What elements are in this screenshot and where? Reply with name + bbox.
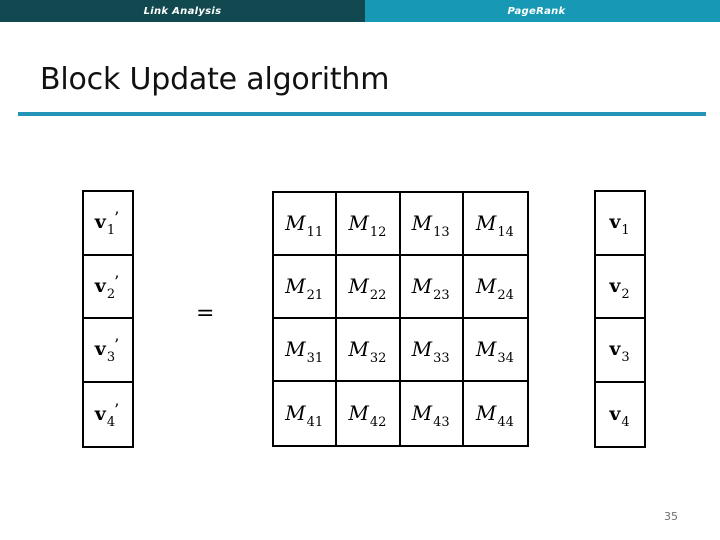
matrix-subscript: 14 <box>497 225 514 240</box>
matrix-symbol: M <box>285 274 306 298</box>
matrix-subscript: 12 <box>369 225 387 240</box>
matrix-symbol: M <box>348 401 369 425</box>
matrix-symbol: M <box>285 211 306 235</box>
matrix-symbol: M <box>475 337 497 361</box>
input-vector-subscript: 2 <box>621 286 630 302</box>
matrix-symbol: M <box>475 401 497 425</box>
input-vector-symbol: v <box>609 402 621 425</box>
matrix-symbol: M <box>285 401 306 425</box>
title-divider-rule <box>18 112 706 116</box>
equals-operator: = <box>196 301 215 326</box>
header-segment-link-analysis: Link Analysis <box>0 0 365 22</box>
output-vector-prime-mark: ’ <box>114 335 120 355</box>
output-vector-symbol: v <box>94 338 106 361</box>
output-vector-prime-mark: ’ <box>114 271 120 291</box>
matrix-subscript: 31 <box>306 351 324 366</box>
matrix-subscript: 34 <box>497 351 514 366</box>
input-vector-subscript: 3 <box>621 350 630 366</box>
input-vector-symbol: v <box>609 338 621 361</box>
matrix-subscript: 23 <box>433 288 450 303</box>
header-segment-pagerank: PageRank <box>365 0 720 22</box>
matrix-subscript: 33 <box>433 351 450 366</box>
matrix-symbol: M <box>348 274 369 298</box>
matrix-subscript: 44 <box>497 415 514 430</box>
matrix-subscript: 13 <box>433 225 450 240</box>
matrix-symbol: M <box>411 274 433 298</box>
output-vector-prime-mark: ’ <box>114 399 120 419</box>
matrix-subscript: 11 <box>306 225 324 240</box>
output-vector-subscript: 2 <box>106 286 116 302</box>
output-vector-symbol: v <box>94 211 106 234</box>
matrix-subscript: 41 <box>306 415 324 430</box>
slide-header-bar: Link Analysis PageRank <box>0 0 720 22</box>
page-title: Block Update algorithm <box>40 62 390 97</box>
matrix-symbol: M <box>411 337 433 361</box>
matrix-symbol: M <box>475 274 497 298</box>
matrix-subscript: 24 <box>497 288 514 303</box>
input-vector-symbol: v <box>609 274 621 297</box>
matrix-symbol: M <box>348 337 369 361</box>
header-label-link-analysis: Link Analysis <box>143 5 222 17</box>
output-vector-prime-mark: ’ <box>114 208 120 228</box>
matrix-subscript: 21 <box>306 288 324 303</box>
matrix-subscript: 22 <box>369 288 387 303</box>
input-vector-subscript: 1 <box>621 223 630 239</box>
matrix-symbol: M <box>285 337 306 361</box>
header-label-pagerank: PageRank <box>507 5 566 17</box>
output-vector-subscript: 1 <box>106 223 116 239</box>
matrix-symbol: M <box>475 211 497 235</box>
matrix-symbol: M <box>411 401 433 425</box>
input-vector-symbol: v <box>609 211 621 234</box>
matrix-subscript: 32 <box>369 351 387 366</box>
output-vector-subscript: 4 <box>106 414 116 430</box>
input-vector-subscript: 4 <box>621 414 630 430</box>
matrix-symbol: M <box>348 211 369 235</box>
output-vector-subscript: 3 <box>106 350 116 366</box>
output-vector-symbol: v <box>94 402 106 425</box>
page-number: 35 <box>664 510 678 523</box>
matrix-subscript: 42 <box>369 415 387 430</box>
matrix-symbol: M <box>411 211 433 235</box>
output-vector-symbol: v <box>94 274 106 297</box>
matrix-subscript: 43 <box>433 415 450 430</box>
